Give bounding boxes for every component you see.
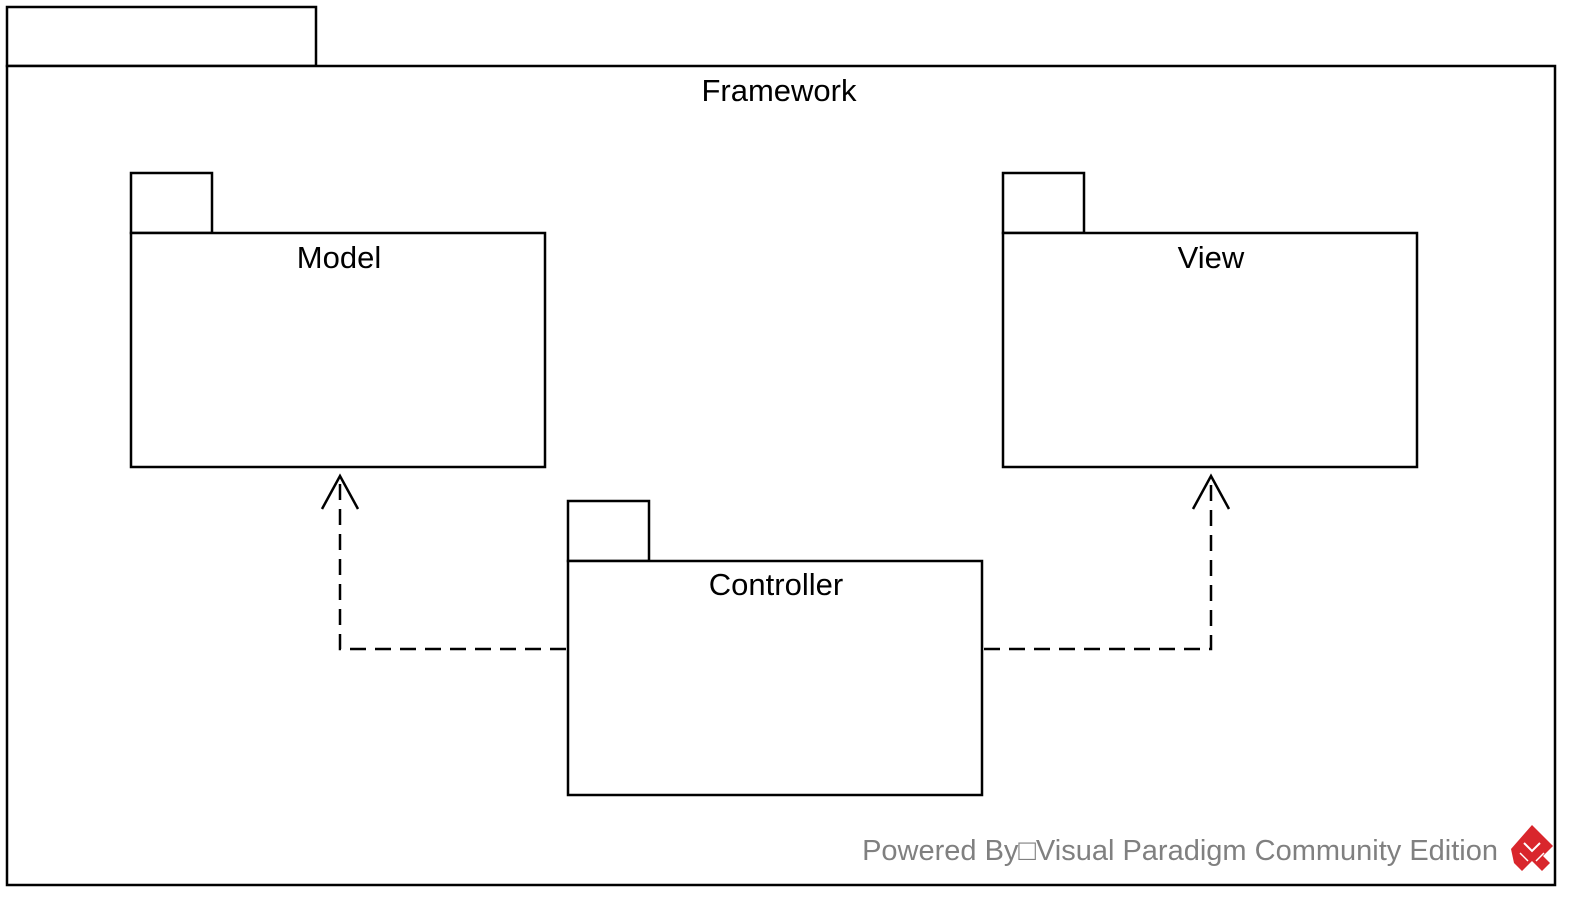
framework-package-label: Framework <box>701 73 857 108</box>
visual-paradigm-logo-icon <box>1511 825 1553 871</box>
view-package[interactable]: View <box>1001 171 1419 469</box>
model-package-body <box>129 231 547 469</box>
watermark-text: Powered By□Visual Paradigm Community Edi… <box>862 835 1498 867</box>
view-package-label: View <box>1178 240 1245 275</box>
dependency-line <box>338 476 566 651</box>
controller-package-tab <box>566 499 651 563</box>
model-package-label: Model <box>297 240 381 275</box>
controller-package-body <box>566 559 984 797</box>
model-package[interactable]: Model <box>129 171 547 469</box>
model-package-tab <box>129 171 214 235</box>
dependency-controller-to-view[interactable] <box>984 473 1231 651</box>
framework-package-tab <box>5 5 318 68</box>
watermark: Powered By□Visual Paradigm Community Edi… <box>862 825 1553 871</box>
open-arrowhead-icon <box>1191 473 1231 510</box>
open-arrowhead-icon <box>320 473 360 510</box>
controller-package-label: Controller <box>709 567 843 602</box>
dependency-line <box>984 476 1213 651</box>
view-package-tab <box>1001 171 1086 235</box>
controller-package[interactable]: Controller <box>566 499 984 797</box>
dependency-controller-to-model[interactable] <box>320 473 566 651</box>
view-package-body <box>1001 231 1419 469</box>
